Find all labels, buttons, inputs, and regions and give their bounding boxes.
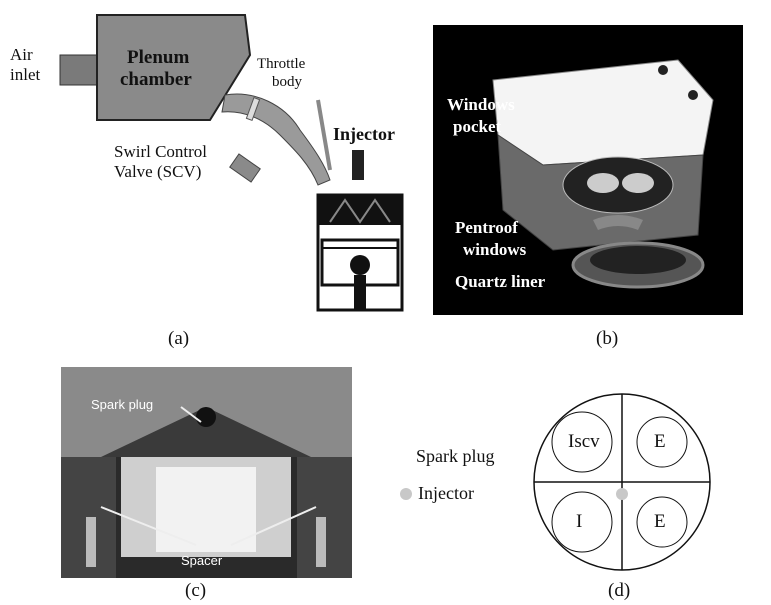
piston-pin bbox=[350, 255, 370, 275]
scv-shape bbox=[229, 153, 261, 183]
plenum-label-1: Plenum bbox=[127, 47, 190, 68]
air-inlet-label-1: Air bbox=[10, 45, 33, 64]
window-pocket-block bbox=[492, 59, 714, 166]
air-inlet-pipe bbox=[59, 54, 101, 86]
spacer-post bbox=[316, 517, 326, 567]
valve-seat bbox=[587, 173, 619, 193]
valve-circle bbox=[636, 496, 688, 548]
injector-body bbox=[352, 150, 364, 180]
bolt-hole bbox=[688, 90, 698, 100]
valve-circle bbox=[551, 411, 613, 473]
spark-plug-shape bbox=[196, 407, 216, 427]
valve-layout-diagram bbox=[533, 393, 711, 571]
scv-label-1: Swirl Control bbox=[114, 142, 208, 161]
panel-b: Windows pocket Pentroof windows Quartz l… bbox=[433, 25, 743, 315]
connecting-rod bbox=[354, 275, 366, 310]
pentroof-label-2: windows bbox=[463, 240, 527, 259]
spacer-label: Spacer bbox=[181, 553, 223, 568]
valve-e-top: E bbox=[654, 431, 666, 452]
throttle-plate bbox=[245, 96, 261, 122]
caption-c: (c) bbox=[185, 580, 207, 601]
quartz-liner-label: Quartz liner bbox=[455, 272, 546, 291]
panel-c: Spark plug Spacer bbox=[61, 367, 352, 578]
valve-e-bottom: E bbox=[654, 511, 666, 532]
injector-rail bbox=[316, 99, 332, 171]
injector-legend-dot bbox=[400, 488, 412, 500]
spacer-post bbox=[86, 517, 96, 567]
quartz-liner-bore bbox=[590, 246, 686, 274]
optical-head-render bbox=[492, 59, 714, 289]
bright-window bbox=[156, 467, 256, 552]
spark-plug-photo-label: Spark plug bbox=[91, 397, 154, 412]
engine-schematic bbox=[59, 14, 404, 312]
pentroof-silhouette bbox=[101, 407, 311, 457]
throttle-label-1: Throttle bbox=[257, 56, 306, 72]
spark-plug-legend: Spark plug bbox=[416, 446, 495, 466]
injector-legend: Injector bbox=[418, 483, 474, 503]
caption-b: (b) bbox=[596, 328, 619, 349]
engine-photo bbox=[61, 367, 352, 578]
spacer-arrow-right bbox=[230, 506, 317, 546]
injector-dot bbox=[616, 488, 628, 500]
pentroof-window-shape bbox=[593, 215, 643, 230]
plenum-label-2: chamber bbox=[120, 69, 192, 90]
windows-pocket-label-1: Windows bbox=[447, 95, 515, 114]
caption-a: (a) bbox=[168, 328, 190, 349]
throttle-label-2: body bbox=[272, 74, 302, 90]
pentroof-label-1: Pentroof bbox=[455, 218, 518, 237]
valves-shape bbox=[329, 198, 391, 224]
air-inlet-label-2: inlet bbox=[10, 65, 41, 84]
windows-pocket-label-2: pocket bbox=[453, 117, 502, 136]
intake-runner bbox=[221, 93, 331, 186]
valve-circle bbox=[636, 416, 688, 468]
spark-plug-arrow bbox=[180, 406, 202, 423]
plenum-chamber-shape bbox=[96, 14, 252, 121]
valve-iscv: Iscv bbox=[568, 431, 600, 452]
valve-i: I bbox=[576, 511, 583, 532]
valve-circle bbox=[551, 491, 613, 553]
bolt-hole bbox=[658, 65, 668, 75]
injector-label: Injector bbox=[333, 124, 395, 144]
caption-d: (d) bbox=[608, 580, 631, 601]
scv-label-2: Valve (SCV) bbox=[114, 162, 202, 181]
spacer-arrow-left bbox=[100, 506, 197, 546]
valve-seat bbox=[622, 173, 654, 193]
